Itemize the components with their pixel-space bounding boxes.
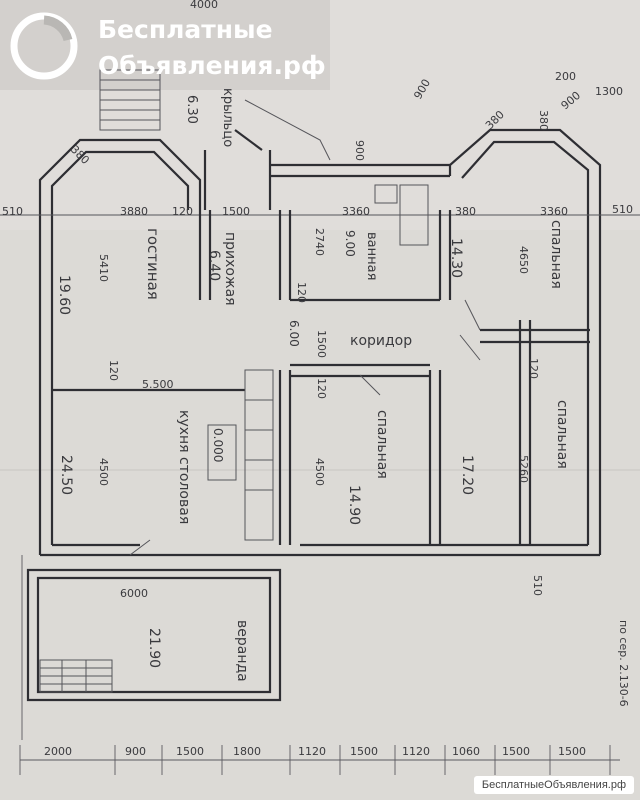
room-bedroom-mid-name: спальная [374, 410, 390, 479]
dim-b1060: 1060 [452, 745, 480, 758]
dim-2740: 2740 [313, 228, 326, 256]
dim-5410: 5410 [97, 254, 110, 282]
footer-watermark-badge: БесплатныеОбъявления.рф [473, 776, 634, 794]
watermark-logo-icon [10, 12, 78, 80]
room-bedroom-ne-area: 14.30 [448, 238, 464, 278]
watermark-line1: Бесплатные [98, 15, 273, 44]
paper-shade [0, 0, 640, 230]
room-corridor-name: коридор [350, 333, 412, 349]
room-porch-name: крыльцо [220, 88, 235, 147]
dim-b2000: 2000 [44, 745, 72, 758]
room-living-name: гостиная [144, 228, 162, 300]
room-corridor-area: 6.00 [287, 320, 301, 347]
room-hall-area: 6.40 [206, 250, 222, 281]
dim-b1500b: 1500 [350, 745, 378, 758]
dim-510a: 510 [2, 205, 23, 218]
dim-120e: 120 [527, 358, 540, 379]
room-bedroom-e-area: 17.20 [459, 455, 475, 495]
dim-1500b: 1500 [315, 330, 328, 358]
dim-4500a: 4500 [97, 458, 110, 486]
room-veranda-area: 21.90 [146, 628, 162, 668]
room-veranda-name: веранда [234, 620, 250, 682]
room-bath-area: 9.00 [343, 230, 357, 257]
dim-120d: 120 [295, 282, 308, 303]
room-bedroom-ne-name: спальная [548, 220, 564, 289]
watermark-logo-gap [43, 15, 73, 42]
dim-b1500a: 1500 [176, 745, 204, 758]
room-porch-area: 6.30 [184, 95, 199, 124]
dim-6000: 6000 [120, 587, 148, 600]
dim-5500: 5.500 [142, 378, 174, 391]
dim-b900: 900 [125, 745, 146, 758]
dim-5260: 5260 [517, 455, 530, 483]
dim-200: 200 [555, 70, 576, 83]
room-kitchen-name: кухня столовая [176, 410, 192, 524]
dim-b1120b: 1120 [402, 745, 430, 758]
dim-4650: 4650 [517, 246, 530, 274]
kitchen-box-area: 0.000 [211, 428, 225, 462]
room-bedroom-mid-area: 14.90 [346, 485, 362, 525]
watermark-line2: Объявления.рф [98, 51, 326, 80]
dim-510b: 510 [612, 203, 633, 216]
dim-3360b: 3360 [540, 205, 568, 218]
dim-b1800: 1800 [233, 745, 261, 758]
dim-380a: 380 [455, 205, 476, 218]
dim-380d: 380 [537, 110, 550, 131]
dim-3880: 3880 [120, 205, 148, 218]
dim-1300: 1300 [595, 85, 623, 98]
dim-b1500c: 1500 [502, 745, 530, 758]
dim-b1500d: 1500 [558, 745, 586, 758]
dim-510c: 510 [531, 575, 544, 596]
watermark: Бесплатные Объявления.рф [10, 12, 326, 80]
dim-120a: 120 [172, 205, 193, 218]
room-bath-name: ванная [364, 232, 379, 280]
side-note: по сер. 2.130-6 [617, 620, 630, 707]
dim-4500b: 4500 [313, 458, 326, 486]
walls [0, 69, 640, 702]
room-bedroom-e-name: спальная [554, 400, 570, 469]
dim-3360a: 3360 [342, 205, 370, 218]
room-hall-name: прихожая [222, 232, 238, 306]
dim-1500a: 1500 [222, 205, 250, 218]
dim-top-left: 4000 [190, 0, 218, 11]
dim-120b: 120 [107, 360, 120, 381]
dim-120c: 120 [315, 378, 328, 399]
dim-b1120a: 1120 [298, 745, 326, 758]
room-kitchen-area: 24.50 [58, 455, 74, 495]
room-living-area: 19.60 [56, 275, 72, 315]
dim-900a: 900 [353, 140, 366, 161]
bottom-dimension-line [19, 555, 620, 775]
